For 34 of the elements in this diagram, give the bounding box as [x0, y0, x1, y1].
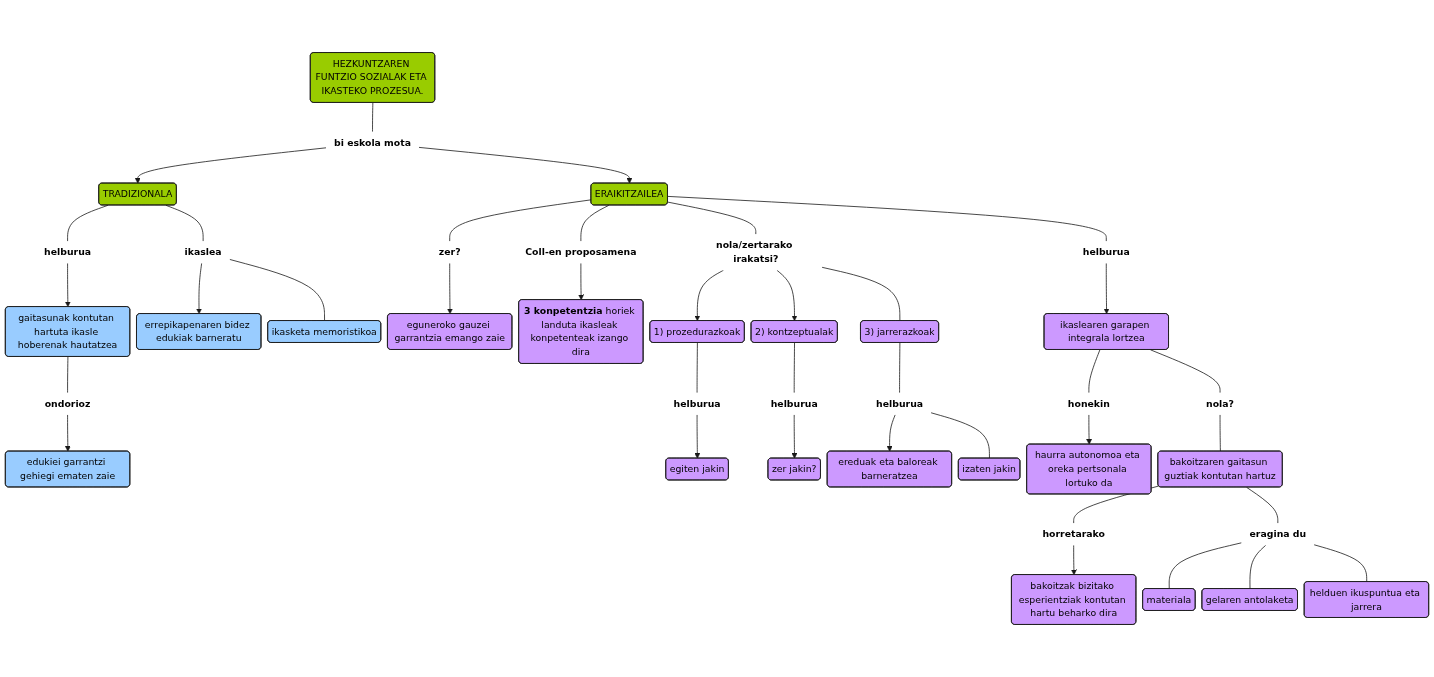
- node-text: helburua: [1082, 246, 1130, 258]
- node-text: ondorioz: [44, 398, 91, 409]
- connector: [1219, 414, 1221, 452]
- node-text: helburua: [673, 398, 721, 409]
- connector: [667, 201, 757, 235]
- connector: [1249, 544, 1267, 590]
- node-text: ikaslea: [184, 246, 222, 258]
- connector: [449, 199, 592, 242]
- node-text: eragina du: [1249, 528, 1307, 540]
- node-text: helburua: [770, 398, 818, 409]
- connector: [793, 342, 795, 394]
- connector: [930, 412, 990, 459]
- node-text: helburua: [876, 398, 924, 409]
- connector: [667, 196, 1107, 242]
- node-text: nola/zertarako irakatsi?: [716, 239, 793, 265]
- node-text: Coll-en proposamena: [525, 246, 637, 258]
- connector: [696, 342, 698, 394]
- connector: [67, 356, 69, 394]
- connector: [1168, 542, 1242, 590]
- connector: [1246, 486, 1279, 524]
- connector: [1150, 349, 1221, 394]
- connector: [899, 342, 901, 394]
- connector: [821, 266, 901, 322]
- connector: [372, 102, 374, 133]
- node-text: bi eskola mota: [334, 137, 411, 148]
- connector: [1088, 349, 1101, 394]
- node-text: zer?: [438, 246, 461, 258]
- connector: [1313, 544, 1368, 583]
- node-text: helburua: [44, 246, 92, 258]
- node-text: horretarako: [1042, 528, 1105, 540]
- node-text: honekin: [1067, 398, 1110, 409]
- node-text: nola?: [1206, 398, 1235, 409]
- connector: [1073, 485, 1160, 524]
- connector: [229, 259, 325, 322]
